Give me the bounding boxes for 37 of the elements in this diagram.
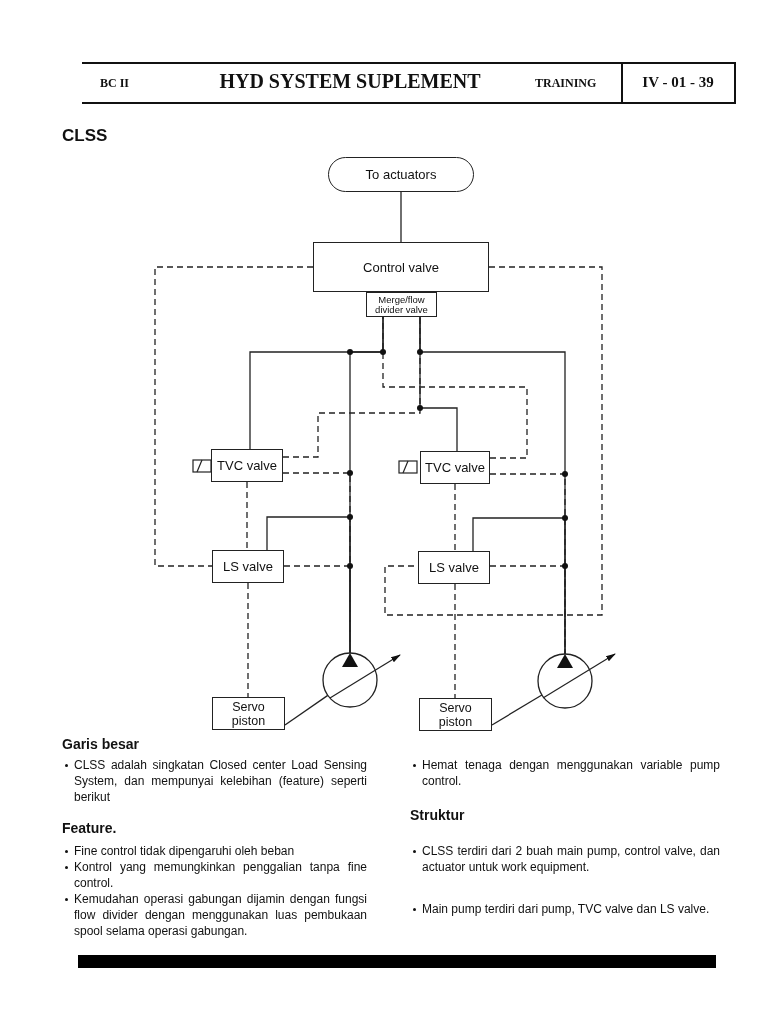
bullet-text: CLSS adalah singkatan Closed center Load Sensing System, dan mempunyai kelebihan (feature) seperti berikut <box>62 757 367 805</box>
subheading: Struktur <box>410 807 466 823</box>
terminal-box: To actuators <box>328 157 474 192</box>
hydraulic-line <box>284 694 329 726</box>
piston-box: Servo piston <box>419 698 492 731</box>
bullet-text: Hemat tenaga dengan menggunakan variable pump control. <box>410 757 720 789</box>
pilot-line <box>283 565 351 654</box>
header-text: BC II <box>100 76 130 91</box>
hydraulic-line <box>491 694 543 726</box>
subheading: Feature. <box>62 820 118 836</box>
valve-box: LS valve <box>418 551 490 584</box>
pilot-line <box>454 483 456 552</box>
bullet-text: Kemudahan operasi gabungan dijamin dengan fungsi flow divider dengan menggunakan luas pembukaan spool selama operasi gabungan. <box>62 891 367 939</box>
pilot-line <box>282 316 421 458</box>
valve-box: Merge/flow divider valve <box>366 292 437 317</box>
subheading: Garis besar <box>62 736 141 752</box>
section-heading: CLSS <box>62 126 109 146</box>
header-title: HYD SYSTEM SUPLEMENT <box>218 70 482 93</box>
pilot-line <box>384 266 603 616</box>
pilot-line <box>247 582 249 698</box>
valve-box: Control valve <box>313 242 489 292</box>
bullet-text: Fine control tidak dipengaruhi oleh beban <box>62 843 367 859</box>
hydraulic-line <box>400 191 402 243</box>
header-text: TRAINING <box>535 76 598 91</box>
bullet-text: CLSS terdiri dari 2 buah main pump, control valve, dan actuator untuk work equipment. <box>410 843 720 875</box>
pilot-line <box>246 481 248 551</box>
bullet-text: Kontrol yang memungkinkan penggalian tanpa fine control. <box>62 859 367 891</box>
bullet-text: Main pump terdiri dari pump, TVC valve dan LS valve. <box>410 893 724 926</box>
pilot-line <box>154 266 314 567</box>
piston-box: Servo piston <box>212 697 285 730</box>
valve-box: LS valve <box>212 550 284 583</box>
page-number: IV - 01 - 39 <box>641 74 715 91</box>
valve-box: TVC valve <box>420 451 490 484</box>
pilot-line <box>454 583 456 699</box>
pilot-line <box>382 316 528 459</box>
valve-box: TVC valve <box>211 449 283 482</box>
pilot-line <box>489 565 566 655</box>
